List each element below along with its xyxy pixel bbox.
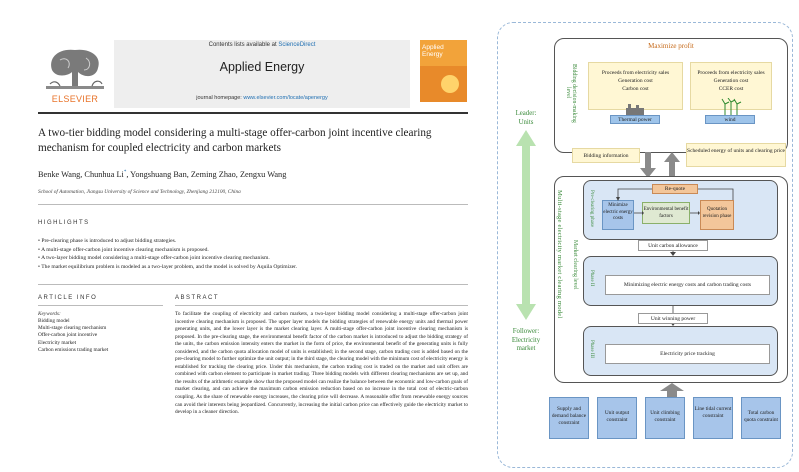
authors-first: Benke Wang, Chunhua Li (38, 170, 124, 179)
wind-line: CCER cost (718, 86, 744, 92)
highlight-item: • A multi-stage offer-carbon joint incen… (38, 246, 209, 253)
keyword: Electricity market (38, 339, 77, 346)
arrow-up-icon (660, 383, 684, 397)
thermal-power-tag: Thermal power (610, 115, 660, 124)
minimize-energy-box: Minimize electric energy costs (602, 200, 634, 230)
abstract-heading: ABSTRACT (175, 295, 220, 301)
flow-arrows-icon (634, 211, 700, 215)
header-rule (38, 112, 468, 114)
divider (38, 305, 163, 306)
homepage-line: journal homepage: www.elsevier.com/locat… (114, 95, 410, 101)
highlights-heading: HIGHLIGHTS (38, 220, 90, 226)
re-quote-box: Re-quote (652, 184, 698, 194)
constraint-box: Unit climbing constraint (645, 397, 685, 439)
constraint-box: Supply and demand balance constraint (549, 397, 589, 439)
thermal-line: Generation cost (618, 78, 653, 84)
maximize-profit-title: Maximize profit (648, 42, 694, 50)
contents-line: Contents lists available at ScienceDirec… (114, 42, 410, 48)
homepage-prefix: journal homepage: (196, 95, 242, 101)
affiliation: School of Automation, Jiangsu University… (38, 189, 241, 195)
minimize-energy-carbon-box: Minimizing electric energy costs and car… (605, 275, 770, 295)
wind-line: Proceeds from electricity sales (697, 70, 765, 76)
keyword: Carbon emissions trading market (38, 346, 109, 353)
highlight-item: • A two-layer bidding model considering … (38, 255, 270, 261)
phase-two-label: Phase II (589, 270, 594, 287)
corresponding-mark[interactable]: * (123, 170, 127, 176)
constraint-box: Total carbon quota constraint (741, 397, 781, 439)
multi-stage-model-label: Multi-stage electricity market clearing … (556, 190, 563, 380)
factory-icon (626, 104, 644, 116)
environmental-benefit-box: Environmental benefit factors (642, 202, 690, 224)
constraint-box: Unit output constraint (597, 397, 637, 439)
paper-page: ELSEVIER Contents lists available at Sci… (38, 40, 468, 416)
authors-rest: , Yongshuang Ban, Zeming Zhao, Zengxu Wa… (126, 170, 287, 179)
quotation-revision-box: Quotation revision phase (700, 200, 734, 230)
market-clearing-level-label: Market clearing level (572, 240, 578, 290)
unit-winning-power-box: Unit winning power (638, 313, 708, 324)
wind-tag: wind (705, 115, 755, 124)
highlight-item: • The market equilibrium problem is mode… (38, 263, 298, 270)
article-info-heading: ARTICLE INFO (38, 295, 98, 301)
publisher-name: ELSEVIER (51, 94, 99, 104)
article-title: A two-tier bidding model considering a m… (38, 127, 432, 154)
thermal-cost-box: Proceeds from electricity sales Generati… (588, 62, 683, 110)
contents-prefix: Contents lists available at (208, 42, 277, 48)
journal-title: Applied Energy (219, 60, 305, 74)
journal-header-box (114, 40, 410, 108)
wind-line: Generation cost (713, 78, 749, 84)
wind-turbine-icon (721, 98, 742, 116)
keywords-heading: Keywords: (38, 311, 61, 317)
double-arrow-icon (516, 130, 536, 320)
highlights-list: • Pre-clearing phase is introduced to ad… (38, 237, 468, 271)
multi-stage-title: Multi-stage electricity market clearing … (556, 190, 563, 319)
keyword: Multi-stage clearing mechanism (38, 325, 107, 332)
divider (175, 305, 468, 306)
thermal-line: Proceeds from electricity sales (601, 70, 670, 76)
bidding-decision-label: Bidding decision-making level (565, 63, 577, 123)
follower-label: Follower: Electricity market (511, 328, 541, 352)
unit-carbon-allowance-box: Unit carbon allowance (638, 240, 708, 251)
requote-loop-icon (616, 188, 734, 201)
pre-clearing-label: Pre-clearing phase (589, 190, 594, 228)
constraint-box: Line tidal current constraint (693, 397, 733, 439)
journal-cover (420, 40, 467, 102)
keyword: Offer-carbon joint incentive (38, 332, 98, 339)
keyword: Bidding model (38, 318, 70, 324)
phase-three-label: Phase III (589, 340, 594, 358)
scheduled-energy-box: Scheduled energy of units and clearing p… (686, 143, 786, 167)
abstract-text: To facilitate the coupling of electricit… (175, 311, 468, 416)
diagram-frame (497, 22, 793, 468)
keywords-list: Bidding model Multi-stage clearing mecha… (38, 318, 163, 354)
highlight-item: • Pre-clearing phase is introduced to ad… (38, 238, 177, 244)
thermal-line: Carbon cost (622, 86, 649, 92)
homepage-link[interactable]: www.elsevier.com/locate/apenergy (243, 95, 328, 101)
divider (38, 204, 468, 205)
sciencedirect-link[interactable]: ScienceDirect (278, 42, 316, 48)
divider (38, 284, 468, 285)
arrow-down-icon (640, 152, 656, 178)
bidding-information-box: Bidding information (572, 148, 640, 163)
author-list: Benke Wang, Chunhua Li*, Yongshuang Ban,… (38, 170, 468, 179)
elsevier-logo (38, 40, 112, 108)
arrow-up-icon (664, 152, 680, 178)
electricity-price-tracking-box: Electricity price tracking (605, 344, 770, 364)
cover-title: Applied Energy (422, 44, 444, 58)
leader-label: Leader: Units (515, 110, 537, 126)
